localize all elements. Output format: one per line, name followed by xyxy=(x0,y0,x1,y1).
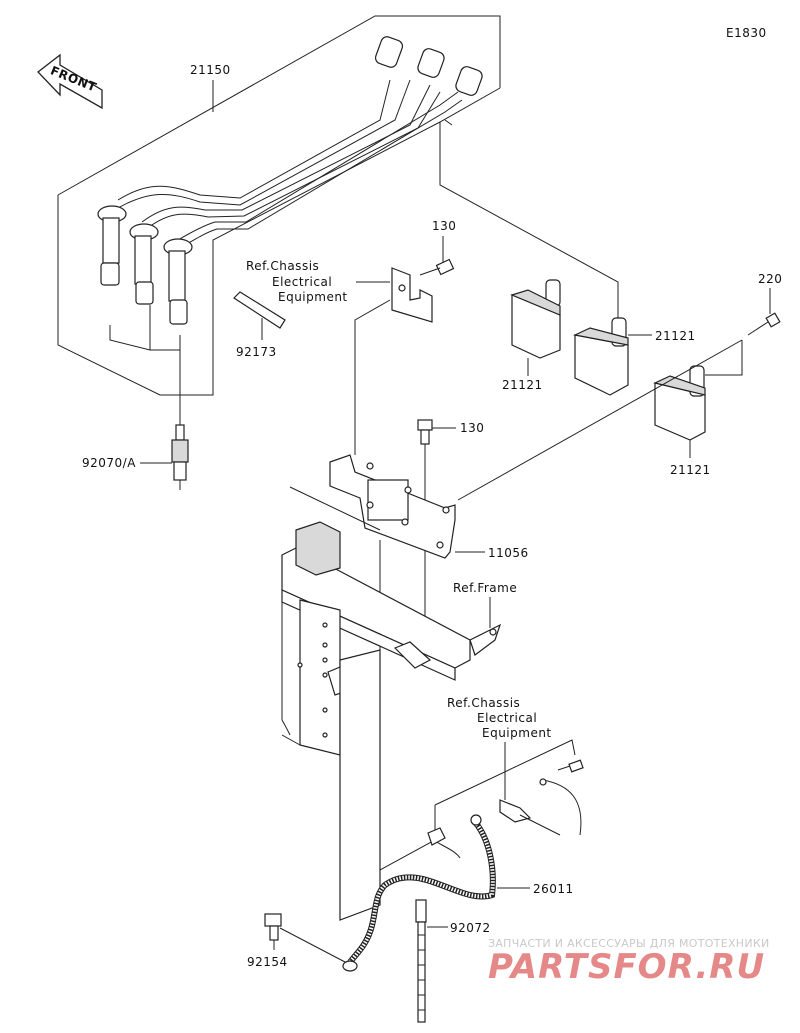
ref-chassis-note-top: Ref.Chassis Electrical Equipment xyxy=(246,259,390,304)
diagram-code: E1830 xyxy=(726,26,767,40)
bolt-220 xyxy=(747,288,781,336)
bolt-92154 xyxy=(264,913,346,963)
svg-text:Ref.Chassis: Ref.Chassis xyxy=(447,696,520,710)
svg-text:Electrical: Electrical xyxy=(272,275,332,289)
label-21121-c: 21121 xyxy=(670,463,711,477)
ignition-coil-2 xyxy=(573,317,652,396)
ref-frame-note: Ref.Frame xyxy=(453,581,517,628)
leader-lines-cable xyxy=(379,739,576,871)
label-130-mid: 130 xyxy=(460,421,484,435)
front-arrow-icon: FRONT xyxy=(37,53,103,110)
ignition-coil-1 xyxy=(510,279,561,376)
ignition-coil-3 xyxy=(653,365,706,458)
spark-plug-92070a xyxy=(140,424,189,490)
svg-text:Equipment: Equipment xyxy=(278,290,348,304)
label-11056: 11056 xyxy=(488,546,529,560)
svg-text:Ref.Frame: Ref.Frame xyxy=(453,581,517,595)
label-21121-b: 21121 xyxy=(655,329,696,343)
svg-text:PARTSFOR.RU: PARTSFOR.RU xyxy=(488,947,765,987)
svg-text:Electrical: Electrical xyxy=(477,711,537,725)
ref-chassis-note-bottom: Ref.Chassis Electrical Equipment xyxy=(447,696,552,800)
label-21121-a: 21121 xyxy=(502,378,543,392)
cable-terminal-upper xyxy=(427,778,582,859)
chassis-bracket xyxy=(391,267,433,323)
label-21150: 21150 xyxy=(190,63,231,77)
label-26011: 26011 xyxy=(533,882,574,896)
vehicle-frame xyxy=(281,521,502,921)
label-130-top: 130 xyxy=(432,219,456,233)
label-92072: 92072 xyxy=(450,921,491,935)
svg-text:Ref.Chassis: Ref.Chassis xyxy=(246,259,319,273)
bolt-130-top xyxy=(419,236,455,276)
watermark: ЗАПЧАСТИ И АКСЕССУАРЫ ДЛЯ МОТОТЕХНИКИ PA… xyxy=(488,937,770,987)
svg-text:Equipment: Equipment xyxy=(482,726,552,740)
ground-cable-26011 xyxy=(342,814,530,972)
coil-bracket-11056 xyxy=(329,454,485,559)
leader-lines-coils xyxy=(439,122,743,501)
cable-tie-92072 xyxy=(415,899,448,1023)
svg-text:ЗАПЧАСТИ И АКСЕССУАРЫ ДЛЯ МОТО: ЗАПЧАСТИ И АКСЕССУАРЫ ДЛЯ МОТОТЕХНИКИ xyxy=(488,937,770,950)
clip-92173 xyxy=(233,291,286,340)
label-92173: 92173 xyxy=(236,345,277,359)
label-92154: 92154 xyxy=(247,955,288,969)
spark-plug-wire-set xyxy=(97,36,483,325)
label-92070a: 92070/A xyxy=(82,456,136,470)
bolt-chassis-bottom xyxy=(557,759,584,773)
label-220: 220 xyxy=(758,272,782,286)
